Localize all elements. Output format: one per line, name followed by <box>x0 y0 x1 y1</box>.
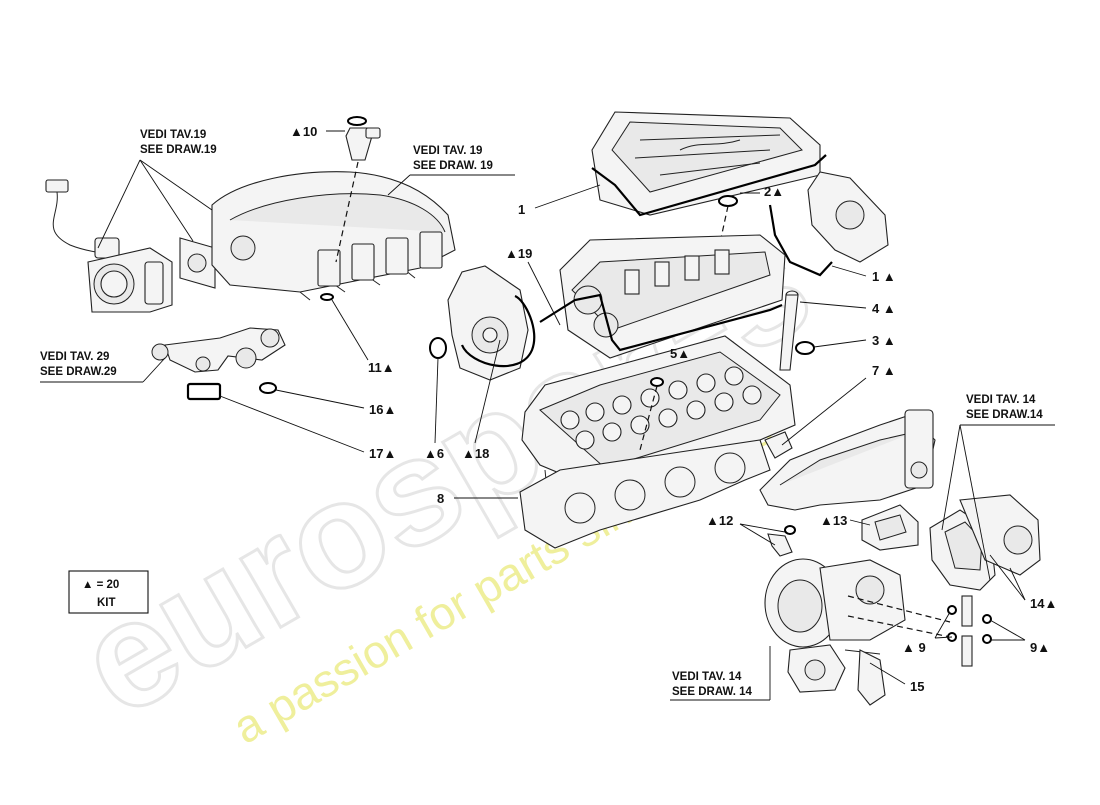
callout-2: 2▲ <box>764 184 784 199</box>
callout-3: 3 ▲ <box>872 333 896 348</box>
callout-1: 1 <box>518 202 525 217</box>
throttle-gasket <box>179 237 216 289</box>
callout-18: ▲18 <box>462 446 489 461</box>
ref-draw14-bottom-1: VEDI TAV. 14 <box>672 671 742 683</box>
callout-4: 4 ▲ <box>872 301 896 316</box>
camshaft-carrier <box>559 234 786 359</box>
ref-draw14-right-1: VEDI TAV. 14 <box>966 394 1036 406</box>
end-cover-gasket <box>768 204 833 277</box>
ref-draw19-left-2: SEE DRAW.19 <box>140 144 217 156</box>
kit-legend-line1: ▲ = 20 <box>82 579 119 591</box>
exhaust-gasket-7 <box>764 431 793 459</box>
callout-1b: 1 ▲ <box>872 269 896 284</box>
ref-draw29-1: VEDI TAV. 29 <box>40 351 109 363</box>
ref-draw19-right-2: SEE DRAW. 19 <box>413 160 493 172</box>
water-pipe <box>151 327 286 373</box>
throttle-body <box>45 179 173 313</box>
callout-12: ▲12 <box>706 513 733 528</box>
turbocharger <box>764 558 906 693</box>
callout-7: 7 ▲ <box>872 363 896 378</box>
kit-legend: ▲ = 20 KIT <box>68 570 149 614</box>
head-gasket <box>519 439 771 549</box>
gasket-13 <box>861 504 919 551</box>
ref-draw19-left-1: VEDI TAV.19 <box>140 129 206 141</box>
turbo-outlet-housing <box>959 494 1041 576</box>
callout-19: ▲19 <box>505 246 532 261</box>
camshaft-end-cover <box>807 171 889 263</box>
callout-5: 5▲ <box>670 346 690 361</box>
o-ring-2 <box>718 195 738 207</box>
callout-17: 17▲ <box>369 446 396 461</box>
callout-14: 14▲ <box>1030 596 1057 611</box>
callout-15: 15 <box>910 679 924 694</box>
callout-9a: ▲ 9 <box>902 640 926 655</box>
gasket-17 <box>186 382 222 401</box>
seal-6 <box>429 337 447 359</box>
o-ring-5 <box>650 377 664 387</box>
cylinder-head <box>521 335 796 506</box>
carrier-gasket <box>539 293 783 352</box>
ref-draw19-right-1: VEDI TAV. 19 <box>413 145 482 157</box>
spark-plug-tube <box>779 290 815 371</box>
intake-manifold <box>211 171 456 301</box>
ref-draw14-right-2: SEE DRAW.14 <box>966 409 1043 421</box>
leader-lines <box>40 130 1055 701</box>
kit-legend-line2: KIT <box>97 597 116 609</box>
valve-seats <box>560 366 762 450</box>
callout-11: 11▲ <box>368 360 395 375</box>
callout-9b: 9▲ <box>1030 640 1050 655</box>
exhaust-manifold <box>759 409 936 511</box>
valve-cover-gasket <box>591 154 827 217</box>
o-ring-16 <box>259 382 277 394</box>
ref-draw14-bottom-2: SEE DRAW. 14 <box>672 686 752 698</box>
timing-cover <box>447 265 536 381</box>
callouts: 1 2▲ 1 ▲ 4 ▲ 3 ▲ 5▲ 7 ▲ 8 ▲10 11▲ 16▲ 17… <box>290 124 1057 694</box>
drain-pipe-15 <box>857 649 886 706</box>
drawing-references: VEDI TAV.19 SEE DRAW.19 VEDI TAV. 19 SEE… <box>40 129 1043 698</box>
callout-6: ▲6 <box>424 446 444 461</box>
fuel-injector <box>320 116 381 301</box>
banjo-bolts-9 <box>947 595 992 667</box>
callout-8: 8 <box>437 491 444 506</box>
ref-draw29-2: SEE DRAW.29 <box>40 366 117 378</box>
callout-16: 16▲ <box>369 402 396 417</box>
callout-10: ▲10 <box>290 124 317 139</box>
banjo-fitting-12 <box>767 525 796 557</box>
callout-13: ▲13 <box>820 513 847 528</box>
